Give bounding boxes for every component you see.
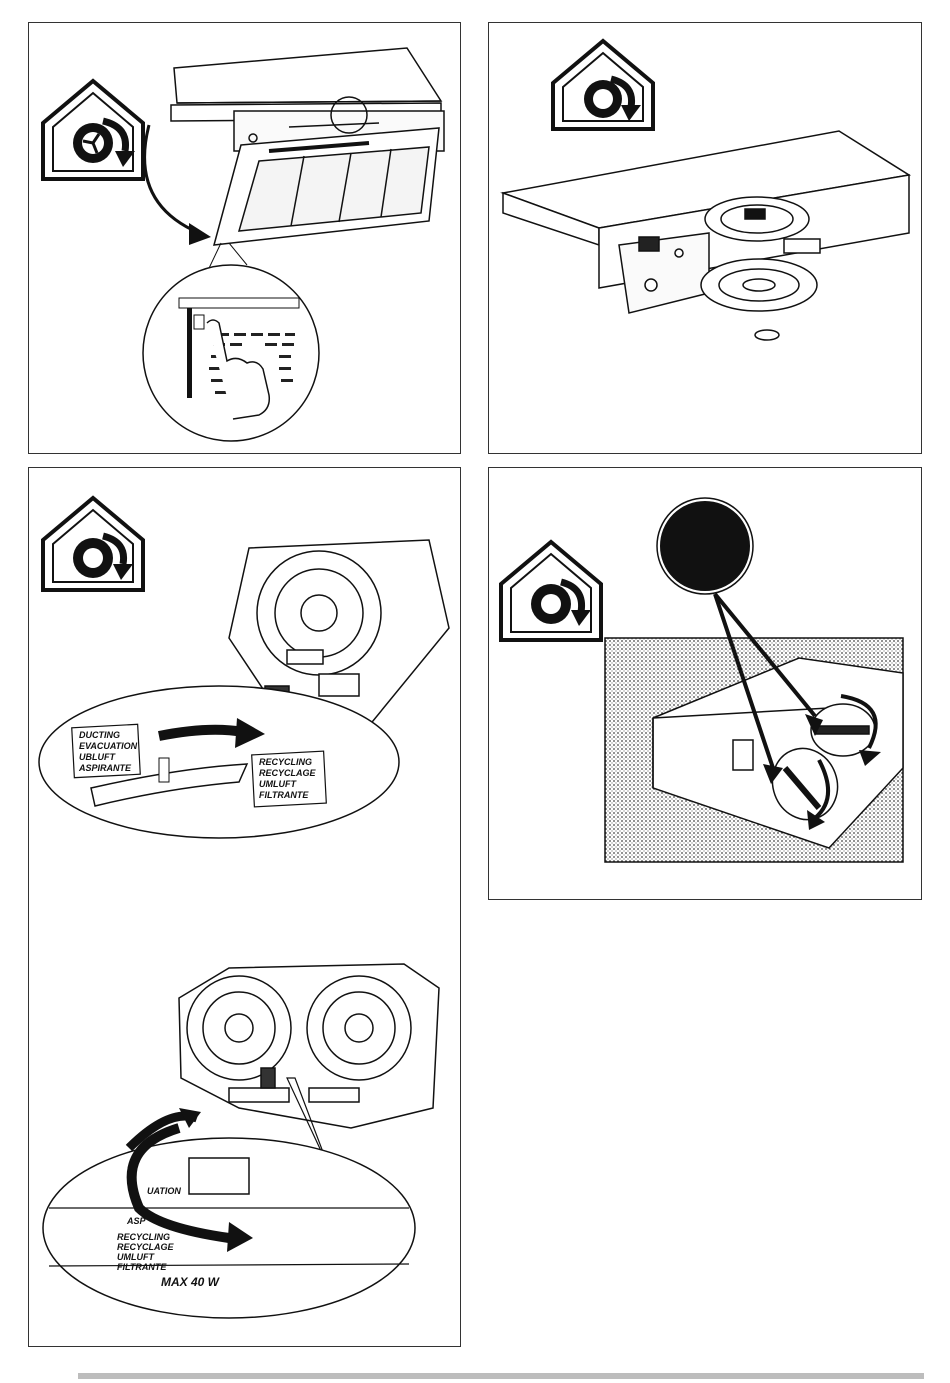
swing-arrow (145, 125, 199, 233)
swing-arrow-head (189, 223, 211, 245)
panel-mode-switch: DUCTING EVACUATION UBLUFT ASPIRANTE RECY… (28, 467, 461, 1347)
ducting-label-2: EVACUATION (79, 741, 138, 751)
charcoal-filter-disc (659, 500, 751, 592)
twin-recycling-label-4: FILTRANTE (117, 1262, 167, 1272)
recycling-label-1: RECYCLING (259, 757, 312, 767)
latch-detail-magnifier (143, 265, 319, 441)
partial-label-2: ASP (126, 1216, 147, 1226)
house-recirculation-icon (553, 41, 653, 129)
mode-selector-detail: DUCTING EVACUATION UBLUFT ASPIRANTE RECY… (39, 686, 399, 838)
knob-cap (755, 330, 779, 340)
twin-recycling-label-1: RECYCLING (117, 1232, 170, 1242)
footer-rule (78, 1373, 924, 1379)
grease-filter (214, 128, 439, 245)
panel-filter-removal (28, 22, 461, 454)
charcoal-filter-illustration (489, 468, 923, 901)
panel-open-hood (488, 22, 922, 454)
panel-charcoal-filter (488, 467, 922, 900)
max-watt-label: MAX 40 W (161, 1275, 221, 1289)
recycling-label-2: RECYCLAGE (259, 768, 317, 778)
house-recirculation-icon (43, 498, 143, 590)
twin-recycling-label-2: RECYCLAGE (117, 1242, 175, 1252)
ducting-label-3: UBLUFT (79, 752, 116, 762)
house-recirculation-icon (43, 81, 143, 179)
hood-underside-illustration (489, 23, 923, 455)
ducting-label-4: ASPIRANTE (78, 763, 132, 773)
twin-recycling-label-3: UMLUFT (117, 1252, 155, 1262)
twin-mode-selector-detail: UATION ASP RECYCLING RECYCLAGE UMLUFT FI… (43, 1108, 415, 1318)
twin-motor-housing (179, 964, 439, 1128)
recycling-label-3: UMLUFT (259, 779, 297, 789)
filter-removal-illustration (29, 23, 462, 455)
ducting-label-1: DUCTING (79, 730, 120, 740)
house-recirculation-icon (501, 542, 601, 640)
mode-switch-illustration: DUCTING EVACUATION UBLUFT ASPIRANTE RECY… (29, 468, 462, 1348)
partial-label-1: UATION (147, 1186, 181, 1196)
recycling-label-4: FILTRANTE (259, 790, 309, 800)
